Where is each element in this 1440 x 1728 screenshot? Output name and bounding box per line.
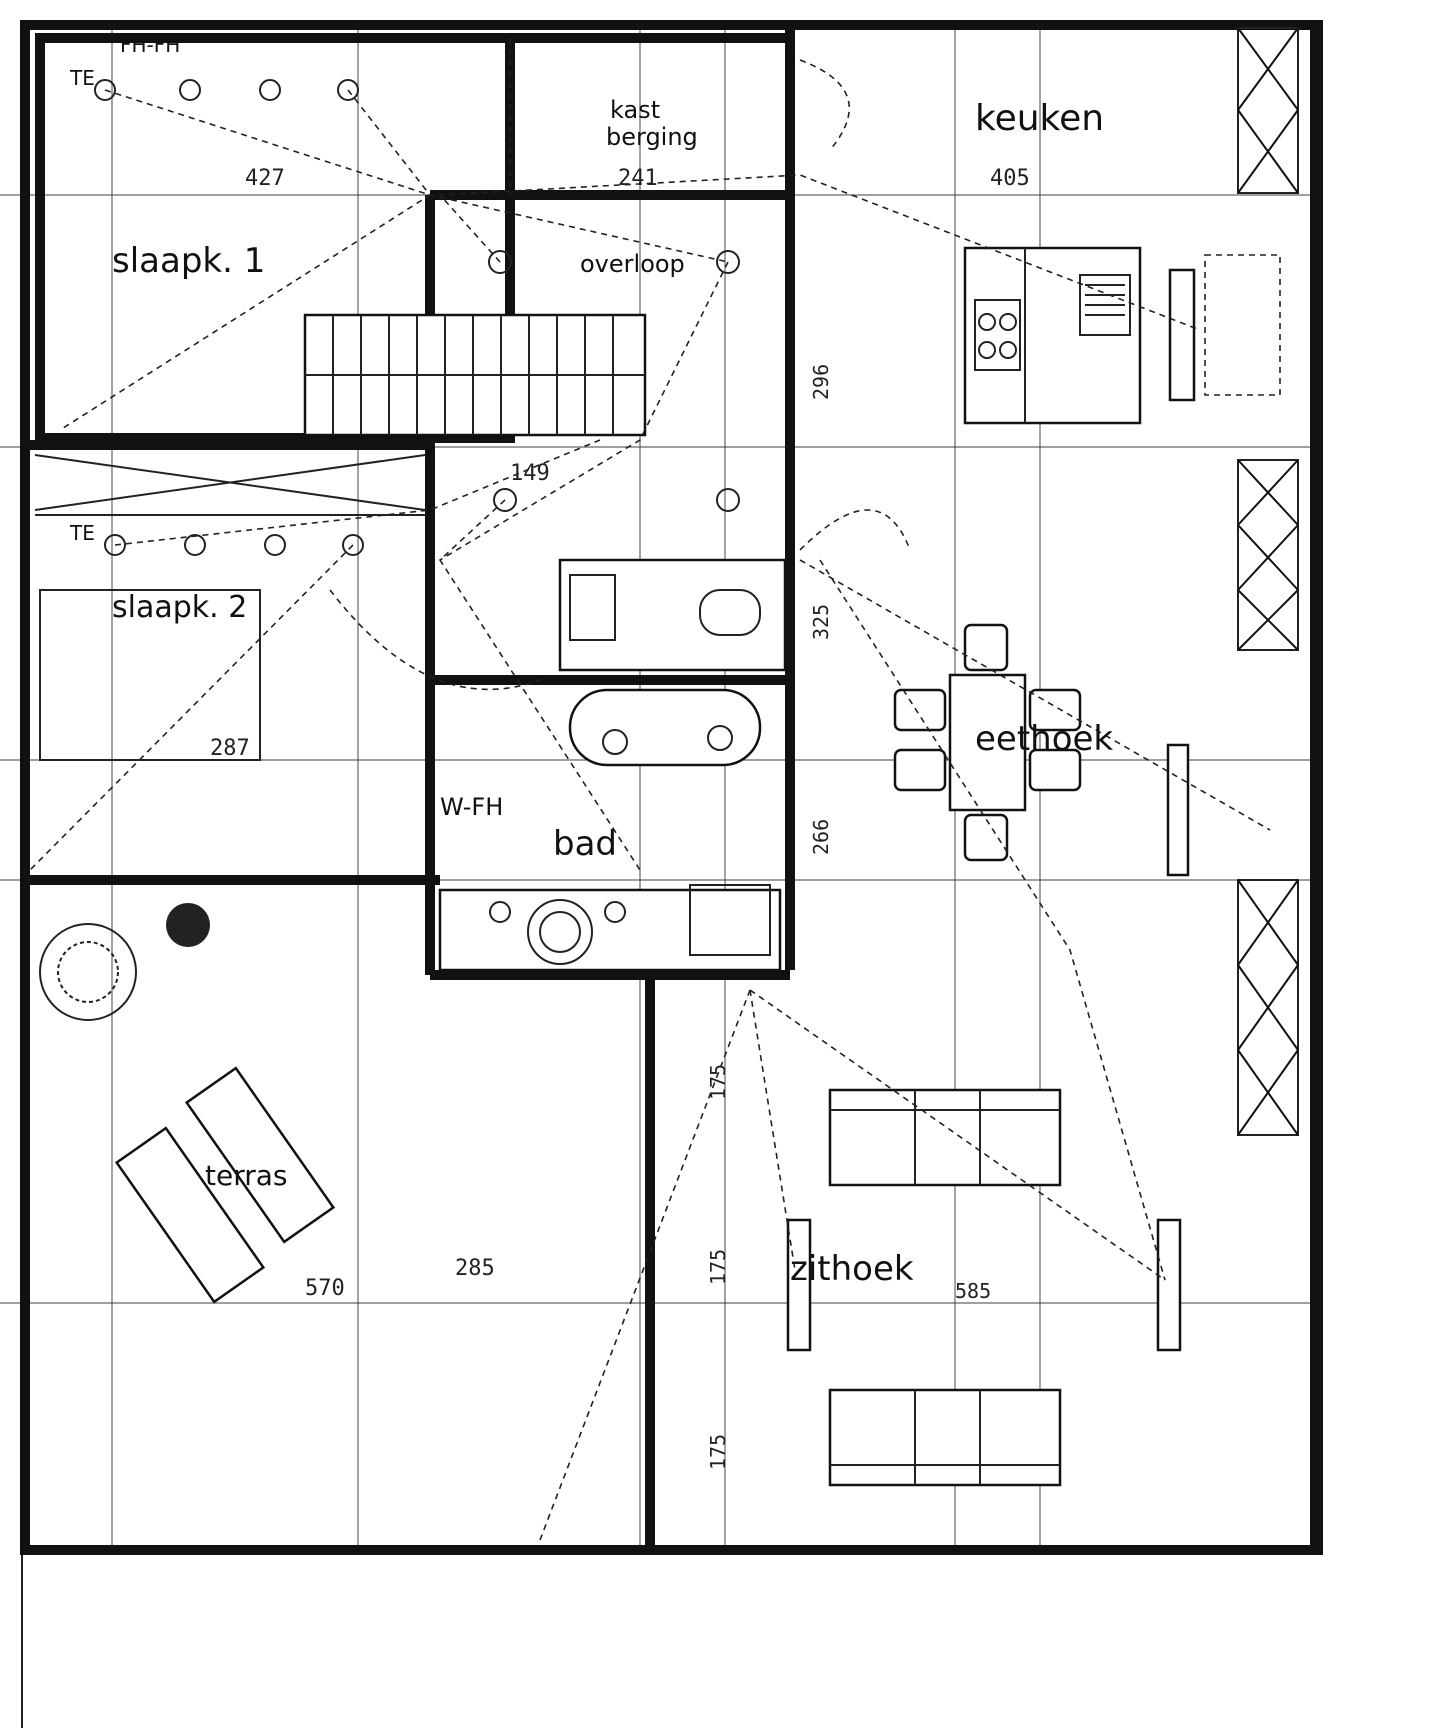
dimension-325: 325 <box>809 604 833 640</box>
dimension-175-c: 175 <box>706 1434 730 1470</box>
dimension-285: 285 <box>455 1256 495 1281</box>
window-panels <box>1237 27 1299 1136</box>
tag-fh-2: W-FH <box>440 793 503 821</box>
dimension-405: 405 <box>990 166 1030 191</box>
room-label-bad: bad <box>553 824 617 864</box>
dimension-241: 241 <box>618 166 658 191</box>
room-label-zithoek: zithoek <box>790 1249 914 1289</box>
bathroom-fixtures <box>438 558 787 972</box>
room-label-keuken: keuken <box>975 98 1104 139</box>
dimension-175-b: 175 <box>706 1249 730 1285</box>
dimension-175-a: 175 <box>706 1064 730 1100</box>
tag-te-2: TE <box>69 521 95 545</box>
wiring-lines <box>29 38 1271 1541</box>
dimension-266: 266 <box>809 819 833 855</box>
kitchen-units <box>963 246 1281 425</box>
light-fixtures <box>94 79 740 923</box>
staircase <box>303 313 647 437</box>
room-label-terras: terras <box>205 1159 287 1192</box>
room-label-slaapk1: slaapk. 1 <box>112 241 265 281</box>
room-label-berging: berging <box>606 123 698 151</box>
dimension-585: 585 <box>955 1279 991 1303</box>
dimension-570: 570 <box>305 1276 345 1301</box>
dining-set <box>893 623 1190 877</box>
room-label-overloop: overloop <box>580 250 685 278</box>
room-label-eethoek: eethoek <box>975 719 1113 759</box>
room-label-slaapk2: slaapk. 2 <box>112 590 247 625</box>
tag-fh-1: FH-FH <box>120 33 180 57</box>
dimension-149: 149 <box>510 461 550 486</box>
terrace-items <box>39 903 336 1304</box>
dimension-427: 427 <box>245 166 285 191</box>
outer-walls <box>20 20 1323 1555</box>
tag-te-1: TE <box>69 66 95 90</box>
dimension-287: 287 <box>210 736 250 761</box>
dimension-296: 296 <box>809 364 833 400</box>
room-label-kast: kast <box>610 96 660 124</box>
